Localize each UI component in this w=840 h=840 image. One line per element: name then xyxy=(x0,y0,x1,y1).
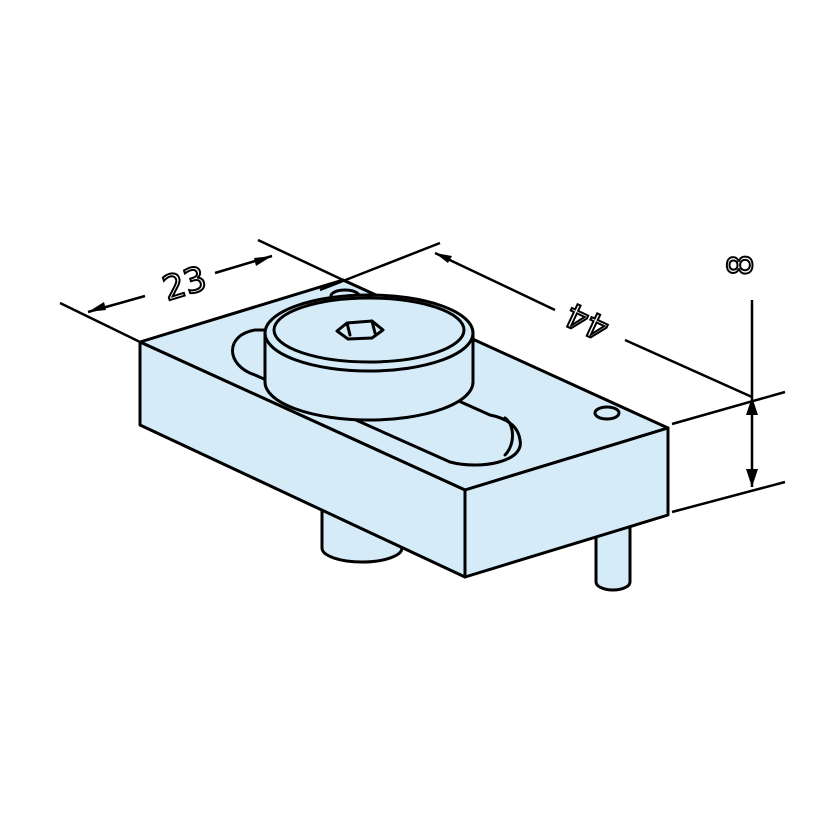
dimension-length-label: 44 xyxy=(560,294,616,349)
dimension-height-label: 8 xyxy=(721,254,761,276)
block-side-face xyxy=(463,426,670,579)
dimension-width-label: 23 xyxy=(158,259,211,310)
socket-head-screw xyxy=(263,293,475,422)
small-hole xyxy=(593,405,621,421)
dimension-height: 8 xyxy=(671,253,786,514)
hex-socket xyxy=(335,319,385,341)
